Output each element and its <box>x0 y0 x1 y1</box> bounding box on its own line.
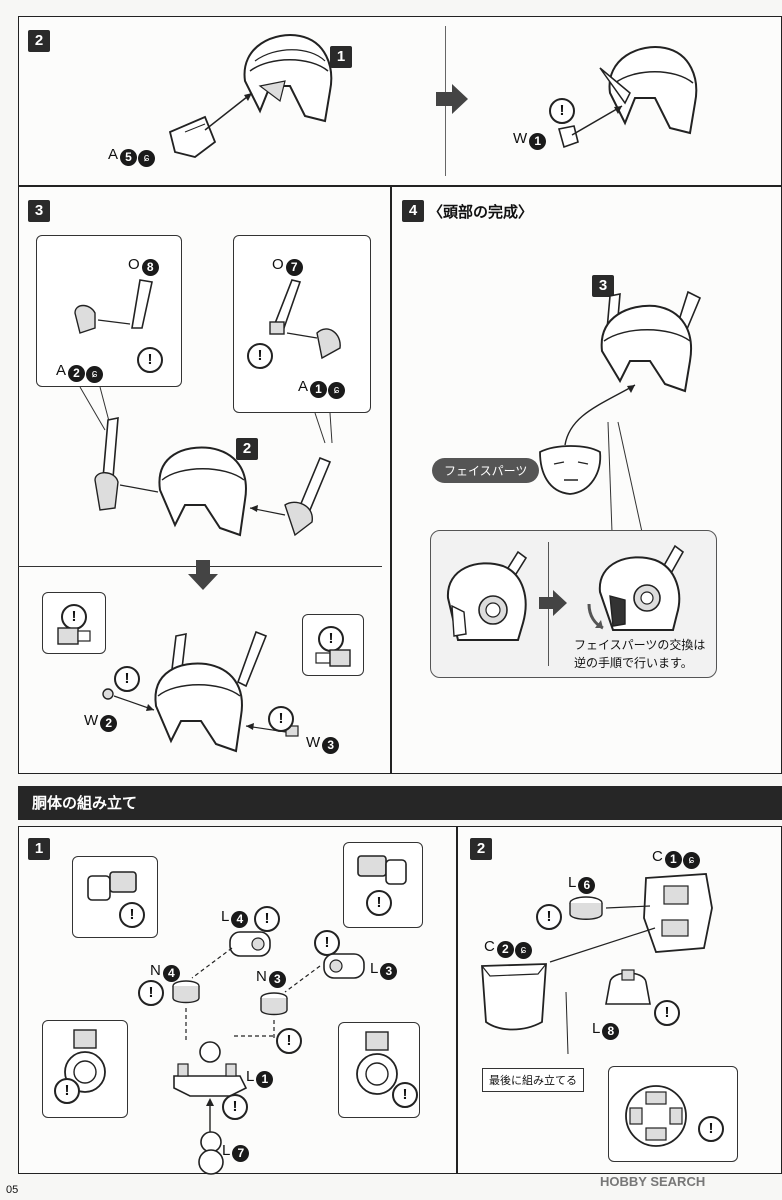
assembly-arrow-up <box>206 1098 214 1134</box>
helmet-step-ref: 3 <box>592 275 614 297</box>
caution-icon: ! <box>268 706 294 732</box>
helmet-illustration <box>599 46 698 135</box>
face-swap-note: フェイスパーツの交換は 逆の手順で行います。 <box>574 636 705 672</box>
helmet-complete <box>600 290 702 393</box>
face-leader-arrow <box>564 384 636 446</box>
face-part <box>539 445 602 495</box>
caution-icon: ! <box>137 347 163 373</box>
joint-part-detail <box>357 855 407 885</box>
next-step-arrow <box>539 590 567 616</box>
face-parts-label: フェイスパーツ <box>432 458 540 483</box>
caution-icon: ! <box>119 902 145 928</box>
joint-part-l3 <box>323 953 365 979</box>
waist-detail <box>625 1085 687 1147</box>
step-number: 4 <box>402 200 424 222</box>
caution-icon: ! <box>276 1028 302 1054</box>
helmet-step-ref: 1 <box>330 46 352 68</box>
waist-part-l8 <box>605 969 651 1005</box>
page-number: 05 <box>6 1184 19 1196</box>
step-title: 〈頭部の完成〉 <box>428 203 534 221</box>
watermark: HOBBY SEARCH <box>600 1174 706 1189</box>
pin-part-detail <box>315 649 351 667</box>
caution-icon: ! <box>698 1116 724 1142</box>
joint-part-l4 <box>229 931 271 957</box>
caution-icon: ! <box>536 904 562 930</box>
helmet-with-antennas <box>94 417 332 537</box>
torso-frame-l1 <box>173 1041 248 1097</box>
ball-joint-l7 <box>198 1131 224 1175</box>
caution-icon: ! <box>366 890 392 916</box>
torso-core-c1 <box>643 873 713 953</box>
step-number: 1 <box>28 838 50 860</box>
antenna-part-o7 <box>269 279 341 360</box>
helmet-illustration <box>243 34 333 123</box>
joint-part-detail <box>87 871 137 901</box>
note-line: フェイスパーツの交換は <box>574 638 706 652</box>
next-step-arrow <box>436 84 468 114</box>
antenna-part-o8 <box>74 279 153 334</box>
caution-icon: ! <box>222 1094 248 1120</box>
callout-right-antenna <box>233 235 371 413</box>
caution-icon: ! <box>254 906 280 932</box>
down-arrow <box>188 560 218 590</box>
note-line: 逆の手順で行います。 <box>574 656 693 670</box>
caution-icon: ! <box>54 1078 80 1104</box>
callout-leaders <box>79 386 333 444</box>
dashed-assembly-guides <box>185 947 321 1040</box>
step-number: 2 <box>470 838 492 860</box>
caution-icon: ! <box>654 1000 680 1026</box>
small-part-w1 <box>557 125 579 149</box>
visor-part-a5 <box>168 115 217 158</box>
joint-part-l6 <box>569 896 603 920</box>
leader-lines <box>549 905 656 963</box>
pin-part-detail <box>57 627 91 645</box>
assembly-arrow <box>204 92 253 131</box>
section-banner: 胴体の組み立て <box>18 786 782 820</box>
back-plate-c2 <box>481 963 547 1031</box>
ring-part-n3 <box>260 992 288 1016</box>
ring-bracket-detail <box>356 1031 398 1095</box>
helmet-face-removed <box>587 544 685 631</box>
ring-part-n4 <box>172 980 200 1004</box>
last-step-note: 最後に組み立てる <box>482 1068 584 1092</box>
step-number: 3 <box>28 200 50 222</box>
assembly-arrow <box>571 105 623 136</box>
caution-icon: ! <box>549 98 575 124</box>
bracket-line <box>565 991 569 1055</box>
caution-icon: ! <box>392 1082 418 1108</box>
helmet-step-ref: 2 <box>236 438 258 460</box>
detail-leaders <box>607 421 643 533</box>
caution-icon: ! <box>314 930 340 956</box>
callout-l4-detail <box>72 856 158 938</box>
caution-icon: ! <box>247 343 273 369</box>
caution-icon: ! <box>138 980 164 1006</box>
helmet-side-view <box>446 550 528 641</box>
caution-icon: ! <box>114 666 140 692</box>
helmet-assembled <box>102 630 299 753</box>
step-number: 2 <box>28 30 50 52</box>
caution-icon: ! <box>318 626 344 652</box>
